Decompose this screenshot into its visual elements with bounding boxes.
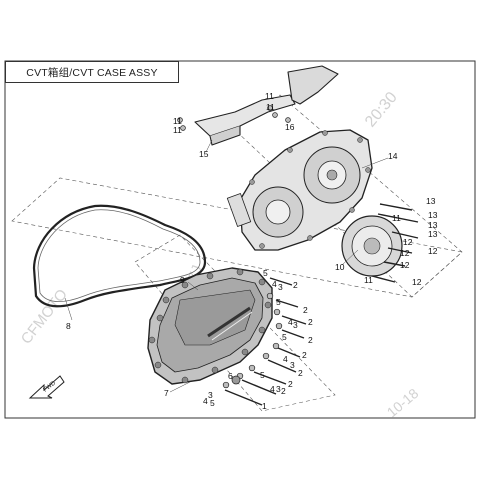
callout-11: 11	[173, 116, 182, 126]
callout-4: 4	[288, 317, 293, 327]
callout-13: 13	[426, 196, 436, 206]
front-arrow: FWD	[28, 375, 65, 399]
callout-12: 12	[400, 260, 410, 270]
callout-16: 16	[285, 122, 295, 132]
diagram-border	[4, 60, 476, 419]
inspection-cover-plate	[341, 215, 403, 277]
callout-13: 13	[428, 229, 438, 239]
callout-3: 3	[293, 320, 298, 330]
callout-12: 12	[400, 248, 410, 258]
callout-2: 2	[288, 379, 293, 389]
callout-7: 7	[164, 388, 169, 398]
callout-5: 5	[282, 332, 287, 342]
callout-9: 9	[180, 275, 185, 285]
outer-cvt-cover	[147, 267, 273, 385]
leader-lines	[64, 139, 389, 393]
callout-5: 5	[263, 268, 268, 278]
callout-3: 3	[278, 282, 283, 292]
inner-cvt-case	[226, 129, 373, 251]
callout-4: 4	[270, 384, 275, 394]
callout-11: 11	[364, 275, 373, 285]
callout-5: 5	[276, 297, 281, 307]
callout-2: 2	[302, 350, 307, 360]
bolts	[177, 105, 419, 406]
watermark-top-right: 20:30	[362, 89, 401, 131]
callout-13: 13	[428, 220, 438, 230]
gasket	[32, 204, 207, 308]
callout-8: 8	[66, 321, 71, 331]
callout-4: 4	[272, 279, 277, 289]
callout-2: 2	[298, 368, 303, 378]
callout-14: 14	[388, 151, 398, 161]
callout-2: 2	[303, 305, 308, 315]
callout-2: 2	[281, 386, 286, 396]
callout-11: 11	[266, 102, 275, 112]
callout-5: 5	[210, 398, 215, 408]
callout-11: 11	[173, 125, 182, 135]
callout-11: 11	[265, 91, 274, 101]
watermark-bottom-right: 10-18	[384, 385, 422, 420]
callout-labels: 11 11 11 11 11 11 15 16 14 13 13 13 13 1…	[66, 91, 438, 411]
callout-10: 10	[335, 262, 345, 272]
callout-3: 3	[290, 360, 295, 370]
callout-2: 2	[308, 335, 313, 345]
callout-15: 15	[199, 149, 209, 159]
callout-3: 3	[208, 390, 213, 400]
callout-12: 12	[403, 237, 413, 247]
page-title: CVT箱组/CVT CASE ASSY	[26, 66, 158, 79]
callout-2: 2	[293, 280, 298, 290]
watermark-left: CFMOTO	[18, 286, 71, 347]
title-box: CVT箱组/CVT CASE ASSY	[5, 61, 179, 83]
callout-2: 2	[308, 317, 313, 327]
callout-4: 4	[283, 354, 288, 364]
callout-12: 12	[428, 246, 438, 256]
callout-13: 13	[428, 210, 438, 220]
callout-11: 11	[392, 213, 401, 223]
callout-12: 12	[412, 277, 422, 287]
callout-4: 4	[203, 396, 208, 406]
callout-5: 5	[260, 370, 265, 380]
callout-1: 1	[262, 401, 267, 411]
callout-3: 3	[276, 384, 281, 394]
callout-6: 6	[228, 371, 233, 381]
